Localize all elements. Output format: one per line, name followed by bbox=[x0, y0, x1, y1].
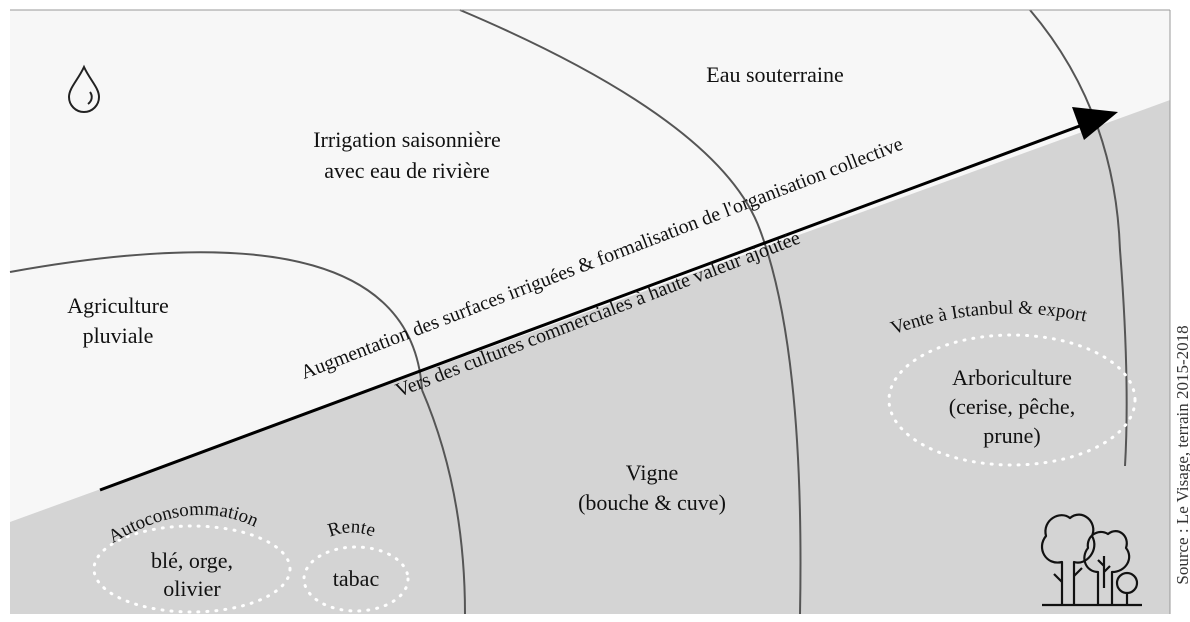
source-credit: Source : Le Visage, terrain 2015-2018 bbox=[1173, 325, 1190, 584]
zone-label-rainfed-line1: Agriculture bbox=[67, 293, 168, 318]
crop-cash: tabac bbox=[333, 566, 380, 591]
trees-icon bbox=[1040, 513, 1142, 607]
crop-orchards-line2: (cerise, pêche, bbox=[949, 394, 1075, 419]
zone-arc-rainfed-lower bbox=[421, 389, 466, 615]
trend-arrow-shaft bbox=[99, 122, 1086, 492]
cluster-outline-cash bbox=[302, 545, 410, 613]
zone-label-seasonal-line1: Irrigation saisonnière bbox=[313, 127, 501, 152]
cluster-outline-orchards bbox=[887, 333, 1137, 467]
lower-background bbox=[10, 100, 1170, 614]
crop-subsistence-line2: olivier bbox=[163, 576, 221, 601]
zone-label-rainfed-line2: pluviale bbox=[83, 323, 154, 348]
zone-arc-seasonal bbox=[459, 9, 802, 615]
zone-arc-groundwater bbox=[1029, 9, 1128, 467]
water-drop-icon bbox=[67, 64, 101, 113]
crop-vine-line1: Vigne bbox=[626, 460, 678, 485]
zone-label-groundwater: Eau souterraine bbox=[706, 62, 843, 87]
crop-orchards-line3: prune) bbox=[983, 423, 1040, 448]
zone-arc-rainfed bbox=[9, 251, 423, 391]
crop-orchards-line1: Arboriculture bbox=[952, 365, 1072, 390]
zone-label-seasonal-line2: avec eau de rivière bbox=[324, 158, 490, 183]
crop-subsistence-line1: blé, orge, bbox=[151, 548, 233, 573]
trend-arrowhead bbox=[1072, 107, 1118, 140]
cluster-outline-subsistence bbox=[92, 524, 292, 614]
crop-vine-line2: (bouche & cuve) bbox=[578, 490, 726, 515]
